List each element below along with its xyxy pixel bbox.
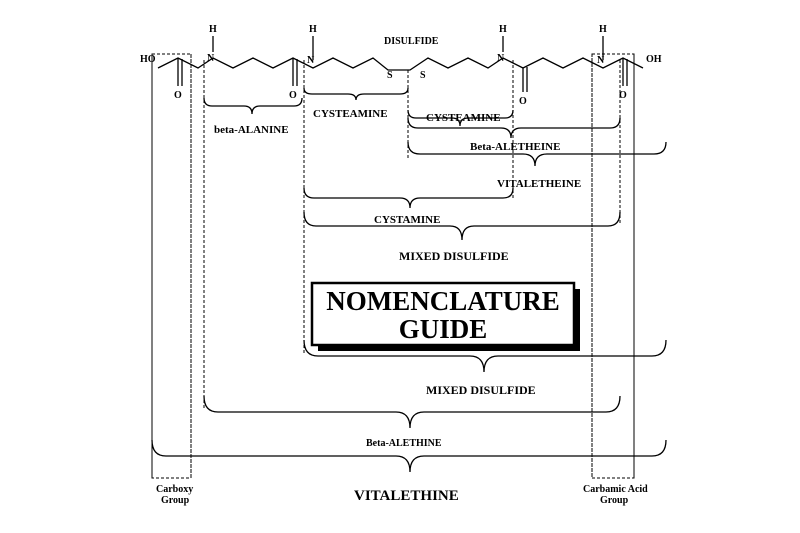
label-carboxy-group-1: Carboxy — [156, 484, 193, 495]
label-carbamic-group-1: Carbamic Acid — [583, 484, 648, 495]
brace-beta-aletheine — [407, 117, 621, 139]
atom-h-1: H — [209, 24, 217, 35]
title-line-1: NOMENCLATURE — [326, 286, 560, 316]
brace-vitaletheine — [407, 141, 667, 167]
atom-n-1: N — [207, 53, 215, 64]
dashed-guides — [151, 53, 635, 479]
atom-o-3: O — [519, 96, 527, 107]
label-beta-aletheine: Beta-ALETHEINE — [470, 141, 560, 153]
label-mixed-disulfide-upper: MIXED DISULFIDE — [399, 249, 509, 263]
brace-vitalethine — [151, 439, 667, 473]
title-box: NOMENCLATURE GUIDE — [310, 281, 580, 351]
atom-o-4: O — [619, 90, 627, 101]
label-mixed-disulfide-lower: MIXED DISULFIDE — [426, 383, 536, 397]
brace-beta-alethine — [203, 395, 621, 429]
brace-mixed-disulfide-upper — [303, 211, 621, 241]
label-cysteamine-left: CYSTEAMINE — [313, 108, 388, 120]
brace-cysteamine-left — [303, 87, 409, 101]
atom-n-3: N — [497, 53, 505, 64]
brace-cysteamine-right — [407, 109, 514, 127]
atom-h-2: H — [309, 24, 317, 35]
molecule-structure: HO O H N O H N DISULFIDE S S H N O H N O… — [140, 24, 662, 107]
label-vitaletheine: VITALETHEINE — [497, 178, 581, 190]
name-labels: beta-ALANINE CYSTEAMINE CYSTEAMINE Beta-… — [156, 108, 648, 506]
atom-o-2: O — [289, 90, 297, 101]
atom-n-4: N — [597, 55, 605, 66]
carbamic-group-box — [591, 53, 635, 479]
label-vitalethine: VITALETHINE — [354, 488, 459, 504]
atom-oh: OH — [646, 54, 662, 65]
label-carbamic-group-2: Group — [600, 495, 629, 506]
atom-n-2: N — [307, 55, 315, 66]
braces — [151, 87, 667, 473]
brace-beta-alanine — [203, 97, 303, 115]
brace-cystamine — [303, 187, 514, 209]
atom-h-4: H — [599, 24, 607, 35]
carboxy-group-box — [151, 53, 192, 479]
atom-s-2: S — [420, 70, 426, 81]
label-carboxy-group-2: Group — [161, 495, 190, 506]
label-beta-alethine: Beta-ALETHINE — [366, 438, 442, 449]
label-cysteamine-right: CYSTEAMINE — [426, 112, 501, 124]
label-cystamine: CYSTAMINE — [374, 214, 440, 226]
backbone-bonds — [157, 57, 644, 71]
atom-s-1: S — [387, 70, 393, 81]
atom-ho: HO — [140, 54, 156, 65]
brace-mixed-disulfide-lower — [303, 339, 667, 373]
atom-h-3: H — [499, 24, 507, 35]
disulfide-label: DISULFIDE — [384, 36, 439, 47]
title-line-2: GUIDE — [399, 314, 488, 344]
title-box-frame — [310, 281, 576, 347]
label-beta-alanine: beta-ALANINE — [214, 124, 289, 136]
atom-o-1: O — [174, 90, 182, 101]
